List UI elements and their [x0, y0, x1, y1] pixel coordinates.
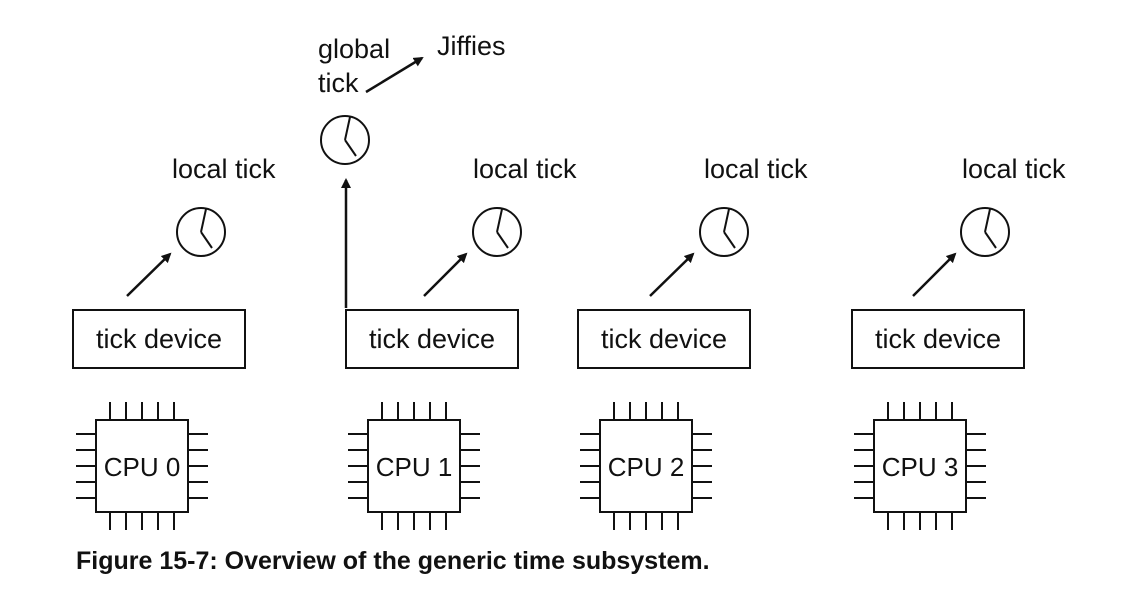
cpu-label: CPU 1 — [376, 452, 453, 482]
global-label: global — [318, 34, 390, 64]
cpu-label: CPU 0 — [104, 452, 181, 482]
tick-device-label: tick device — [369, 324, 495, 354]
figure-caption: Figure 15-7: Overview of the generic tim… — [76, 547, 710, 575]
cpu-label: CPU 3 — [882, 452, 959, 482]
local-clock-icon — [176, 207, 226, 257]
global-tick-group: global tick Jiffies — [318, 31, 506, 165]
local-tick-label: local tick — [473, 154, 577, 184]
tick-device-box — [851, 309, 1025, 369]
local-tick-arrow — [649, 252, 695, 297]
local-tick-arrow — [912, 252, 957, 297]
local-clock-icon — [960, 207, 1010, 257]
tick-device-box — [577, 309, 751, 369]
local-clock-icon — [699, 207, 749, 257]
cpu-chip: CPU 3 — [854, 402, 986, 530]
cpu-chip: CPU 1 — [348, 402, 480, 530]
local-tick-label: local tick — [962, 154, 1066, 184]
cpu-label: CPU 2 — [608, 452, 685, 482]
tick-device-label: tick device — [601, 324, 727, 354]
local-tick-label: local tick — [704, 154, 808, 184]
tick-label: tick — [318, 68, 359, 98]
local-clock-icon — [472, 207, 522, 257]
local-tick-arrow — [423, 252, 468, 297]
cpu-chip: CPU 0 — [76, 402, 208, 530]
tick-device-box — [72, 309, 246, 369]
cpu-chip: CPU 2 — [580, 402, 712, 530]
local-tick-label: local tick — [172, 154, 276, 184]
tick-device-label: tick device — [875, 324, 1001, 354]
jiffies-label: Jiffies — [437, 31, 506, 61]
time-subsystem-diagram: global tick Jiffies local tick tick devic… — [72, 31, 1066, 530]
jiffies-arrow — [365, 56, 424, 94]
tick-device-box — [345, 309, 519, 369]
local-tick-arrow — [126, 252, 172, 297]
tick-device-label: tick device — [96, 324, 222, 354]
global-clock-icon — [320, 115, 370, 165]
